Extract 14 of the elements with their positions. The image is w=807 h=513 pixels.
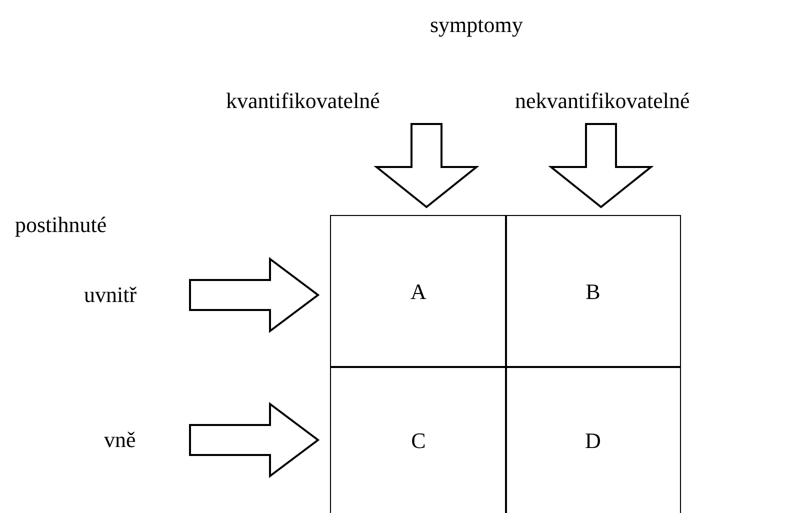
header-label: kvantifikovatelné <box>226 88 380 114</box>
block-arrow <box>548 123 654 208</box>
matrix-cell: C <box>330 366 507 513</box>
block-arrow <box>374 123 480 208</box>
matrix-cell: D <box>505 366 681 513</box>
matrix-cell: A <box>330 215 507 368</box>
block-arrow <box>189 257 320 333</box>
block-arrow <box>189 402 320 478</box>
header-label: nekvantifikovatelné <box>515 88 690 114</box>
header-label: uvnitř <box>84 282 137 308</box>
axis-title: symptomy <box>430 12 523 38</box>
matrix-cell: B <box>505 215 681 368</box>
header-label: vně <box>104 427 136 453</box>
axis-title: postihnuté <box>15 212 107 238</box>
